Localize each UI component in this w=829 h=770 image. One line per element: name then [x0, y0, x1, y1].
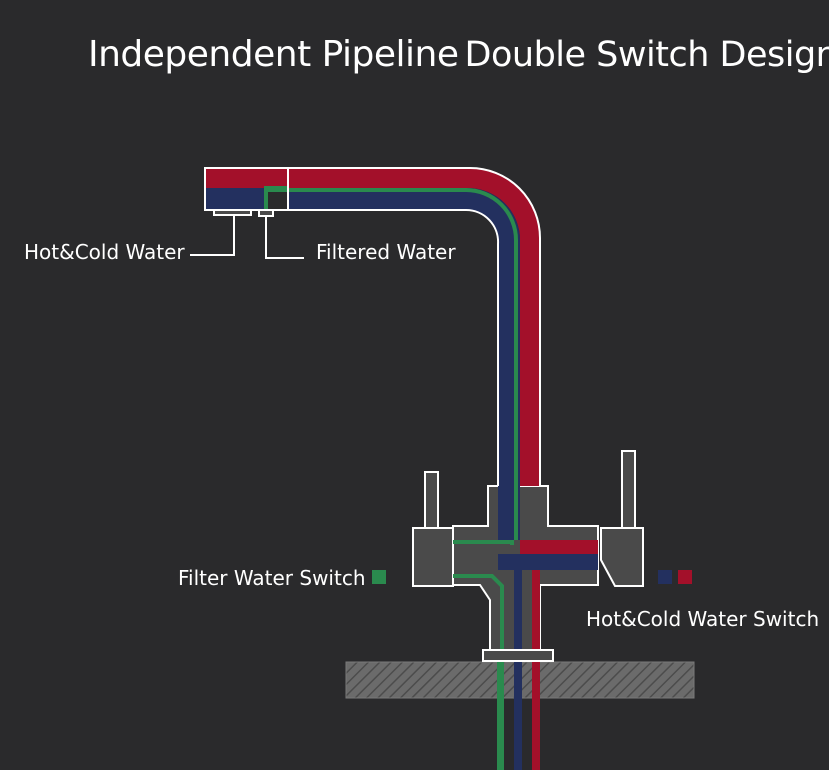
- hot-cold-switch-handle: [600, 450, 644, 587]
- hot-cold-water-switch-label: Hot&Cold Water Switch: [586, 607, 820, 631]
- hot-cold-water-callout: [190, 215, 235, 256]
- supply-pipes: [497, 655, 540, 770]
- base-collar: [482, 649, 554, 662]
- internal-channels: [453, 540, 598, 655]
- spout-pipe: [264, 167, 541, 540]
- spout-head: [204, 167, 289, 217]
- filtered-water-callout: [265, 216, 304, 259]
- filter-switch-handle: [412, 471, 454, 587]
- filtered-water-label: Filtered Water: [316, 240, 456, 264]
- title-part-2: Double Switch Design: [464, 35, 829, 75]
- title-part-1: Independent Pipeline: [88, 34, 459, 75]
- filter-water-switch-label: Filter Water Switch: [178, 566, 366, 590]
- cold-legend-swatch: [658, 570, 672, 584]
- hot-cold-water-label: Hot&Cold Water: [24, 240, 185, 264]
- filtered-legend-swatch: [372, 570, 386, 584]
- hot-legend-swatch: [678, 570, 692, 584]
